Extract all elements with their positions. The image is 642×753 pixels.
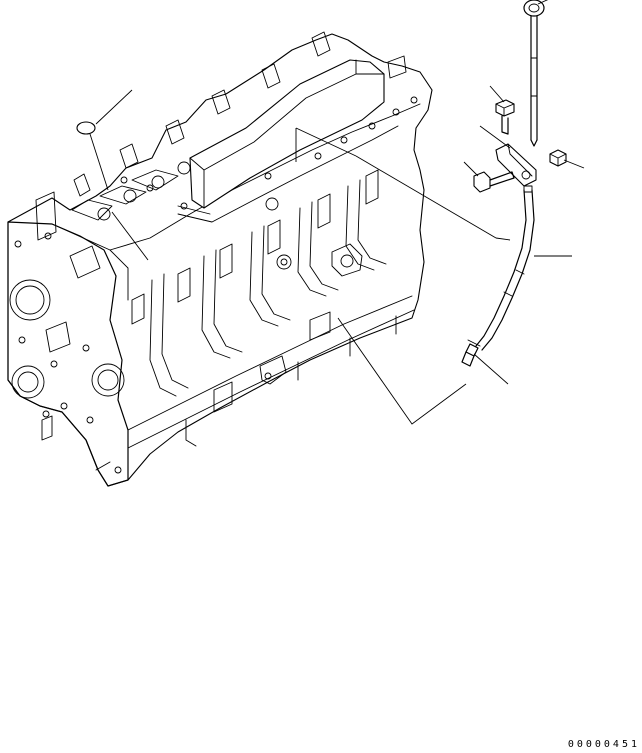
figure-code: 00000451 [567, 739, 640, 750]
bolt [495, 99, 515, 135]
nut [549, 149, 567, 167]
tube-adapter [461, 339, 481, 367]
cylinder-block [7, 31, 433, 487]
bolt-horizontal [473, 171, 515, 193]
oil-level-gauge [523, 0, 545, 147]
bracket [495, 143, 537, 187]
callout-leaders [76, 0, 585, 425]
gauge-guide-tube [475, 185, 535, 351]
